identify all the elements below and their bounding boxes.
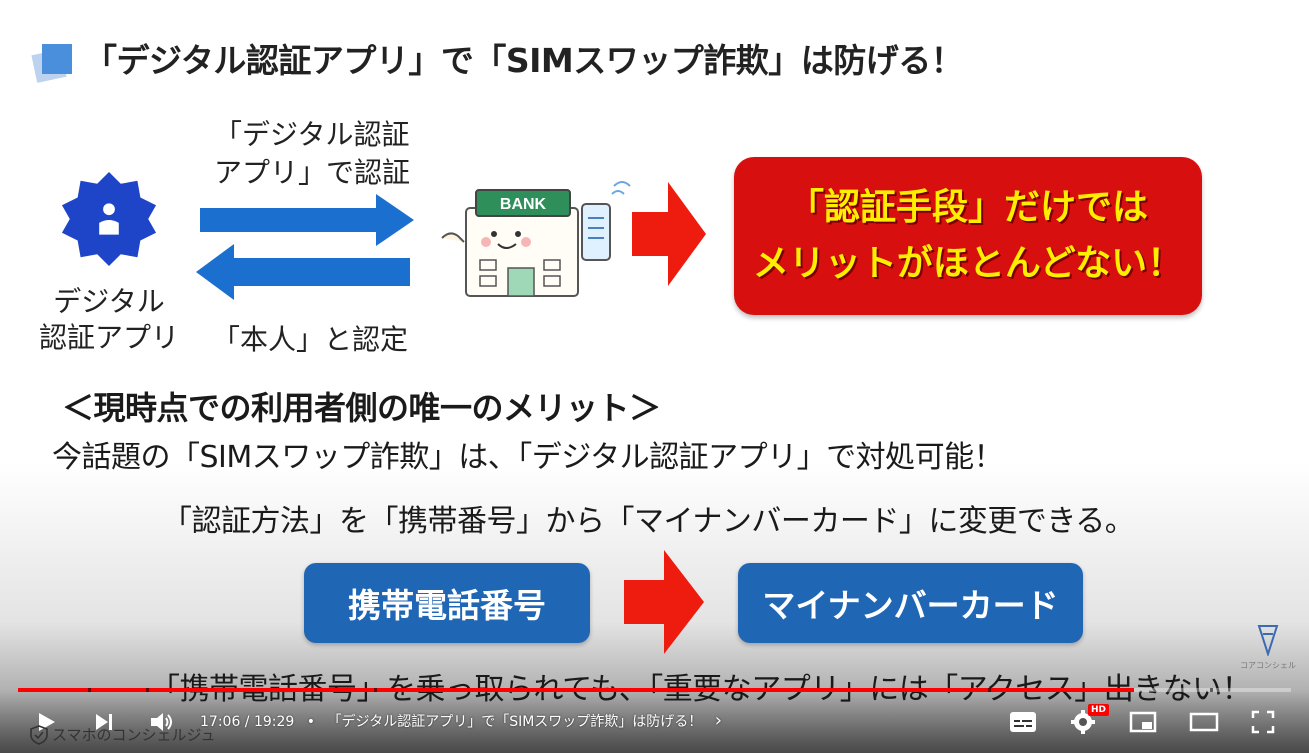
chapter-marker xyxy=(88,688,91,692)
subtitles-icon xyxy=(1010,712,1036,732)
arrow-top-label-line: 「デジタル認証 xyxy=(214,118,410,151)
change-method-text: 「認証方法」を「携帯番号」から「マイナンバーカード」に変更できる。 xyxy=(162,504,1135,539)
auth-app-icon xyxy=(61,171,157,267)
bank-sign-text: BANK xyxy=(500,196,547,213)
arrow-top-label-line: アプリ」で認証 xyxy=(214,156,411,189)
right-arrow-red-icon xyxy=(632,182,706,286)
time-and-chapter[interactable]: 17:06 / 19:29 • 「デジタル認証アプリ」で「SIMスワップ詐欺」は… xyxy=(200,710,722,731)
auth-app-label: デジタル 認証アプリ xyxy=(36,284,182,356)
chapter-marker xyxy=(1210,688,1213,692)
theater-mode-button[interactable] xyxy=(1186,706,1222,738)
channel-branding: スマホのコンシェルジュ xyxy=(30,724,216,745)
progress-bar[interactable] xyxy=(18,688,1291,692)
title-decor-square xyxy=(42,44,72,74)
phone-number-box: 携帯電話番号 xyxy=(304,563,590,643)
auth-app-label-line: 認証アプリ xyxy=(38,321,179,354)
no-merit-callout: 「認証手段」だけでは メリットがほとんどない！ xyxy=(734,157,1202,315)
slide-title: 「デジタル認証アプリ」で「SIMスワップ詐欺」は防げる！ xyxy=(84,41,964,80)
next-button[interactable] xyxy=(88,706,120,738)
theater-icon xyxy=(1189,712,1219,732)
fullscreen-icon xyxy=(1251,710,1275,734)
chapter-marker xyxy=(988,688,991,692)
miniplayer-icon xyxy=(1129,711,1157,733)
arrow-top-label: 「デジタル認証 アプリ」で認証 xyxy=(214,116,410,192)
chapter-title: 「デジタル認証アプリ」で「SIMスワップ詐欺」は防げる！ xyxy=(327,714,703,730)
watermark-text: コアコンシェル xyxy=(1240,661,1296,670)
time-display: 17:06 / 19:29 xyxy=(200,714,295,730)
chapter-marker xyxy=(146,688,149,692)
volume-icon xyxy=(151,713,172,731)
volume-button[interactable] xyxy=(146,706,178,738)
channel-watermark: コアコンシェル xyxy=(1240,624,1296,671)
channel-name: スマホのコンシェルジュ xyxy=(52,726,216,744)
settings-button[interactable]: HD xyxy=(1066,704,1110,738)
callout-line: 「認証手段」だけでは xyxy=(787,187,1148,228)
shield-check-icon xyxy=(30,724,48,745)
hd-badge: HD xyxy=(1088,704,1110,716)
next-icon xyxy=(96,714,112,730)
separator-dot: • xyxy=(306,714,316,730)
exchange-arrows-icon xyxy=(196,194,414,300)
chapter-marker xyxy=(374,688,377,692)
fullscreen-button[interactable] xyxy=(1246,706,1280,738)
merit-heading: ＜現時点での利用者側の唯一のメリット＞ xyxy=(62,389,661,427)
bank-illustration-icon: BANK xyxy=(441,181,631,297)
arrow-bottom-label: 「本人」と認定 xyxy=(212,323,409,356)
right-arrow-red-icon xyxy=(624,550,704,654)
progress-played xyxy=(18,688,1135,692)
my-number-card-box: マイナンバーカード xyxy=(738,563,1083,643)
chevron-right-icon: › xyxy=(714,710,722,731)
miniplayer-button[interactable] xyxy=(1126,706,1160,738)
settings-icon xyxy=(1071,710,1095,734)
subtitles-button[interactable] xyxy=(1006,706,1040,738)
auth-app-label-line: デジタル xyxy=(53,285,165,318)
callout-line: メリットがほとんどない！ xyxy=(752,243,1184,284)
concierge-logo-icon xyxy=(1257,625,1279,658)
